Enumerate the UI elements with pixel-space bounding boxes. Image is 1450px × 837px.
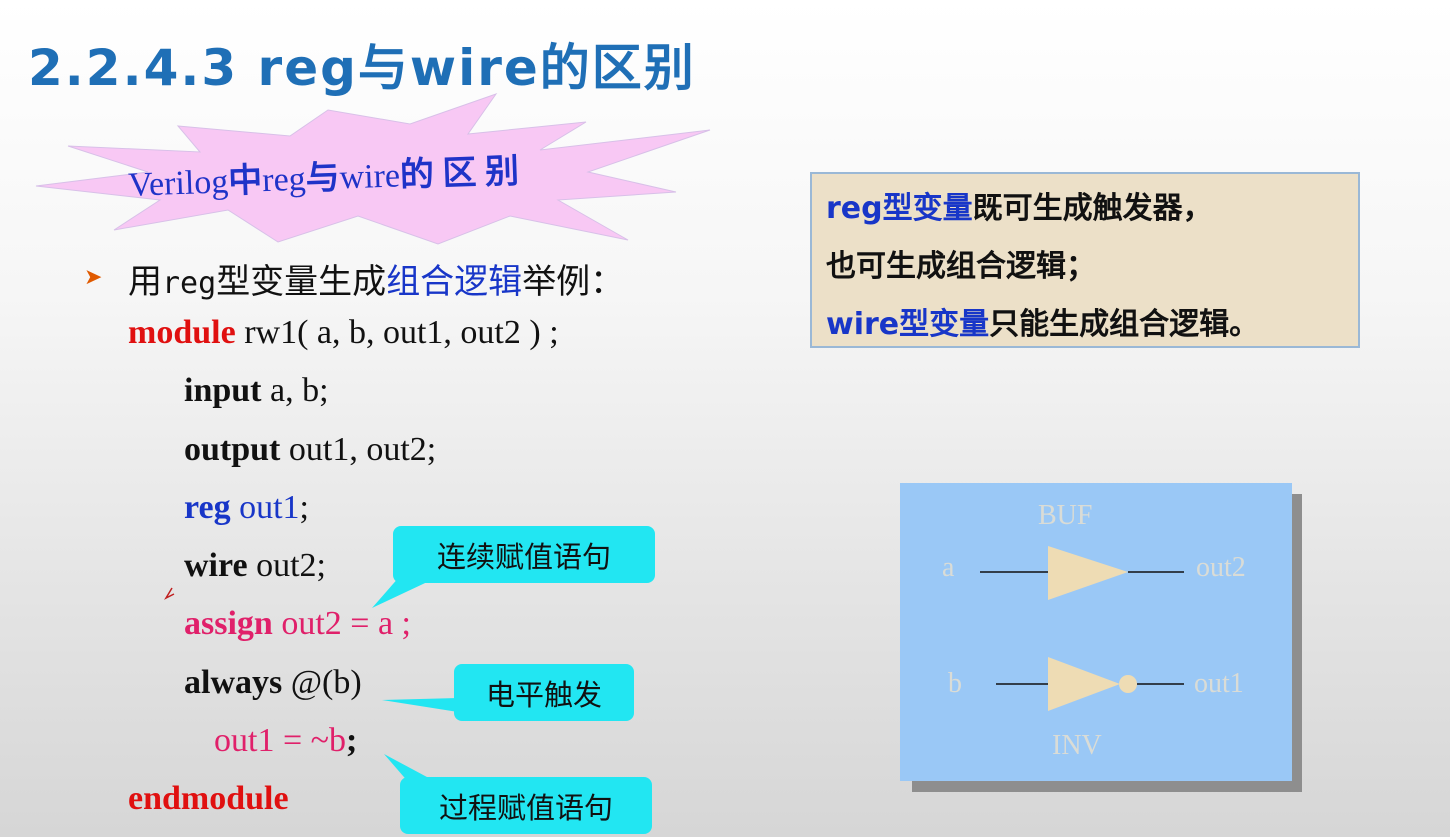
note-line3-rest: 只能生成组合逻辑。 — [989, 307, 1260, 342]
example-heading: 用reg型变量生成组合逻辑举例： — [128, 254, 624, 303]
circuit-panel — [900, 483, 1292, 781]
note-wire-highlight: wire型变量 — [826, 307, 990, 342]
code-input-rest: a, b; — [261, 372, 329, 409]
kw-output: output — [184, 431, 281, 468]
burst-wire: wire — [338, 157, 401, 197]
heading-reg: reg — [162, 266, 217, 301]
burst-latin: Verilog — [127, 163, 229, 204]
note-line-3: wire型变量只能生成组合逻辑。 — [826, 302, 1358, 360]
label-out1: out1 — [1194, 668, 1244, 699]
code-line-endmodule: endmodule — [128, 780, 289, 818]
kw-module: module — [128, 314, 236, 351]
callout-procedural-assign: 过程赋值语句 — [400, 777, 652, 834]
burst-reg: reg — [261, 160, 307, 200]
code-line-out1: out1 = ~b; — [214, 722, 357, 760]
code-reg-semi: ; — [299, 489, 309, 526]
code-line-reg: reg out1; — [184, 489, 309, 527]
burst-cn1: 中 — [227, 162, 263, 201]
label-out2: out2 — [1196, 552, 1246, 583]
callout-continuous-assign: 连续赋值语句 — [393, 526, 655, 583]
code-assign-rest: out2 = a ; — [272, 605, 411, 642]
code-reg-rest: out1 — [230, 489, 300, 526]
heading-part2: 型变量生成 — [216, 262, 387, 302]
heading-part1: 用 — [128, 262, 162, 302]
inv-bubble-icon — [1119, 675, 1137, 693]
summary-note: reg型变量既可生成触发器， 也可生成组合逻辑； wire型变量只能生成组合逻辑… — [810, 172, 1360, 348]
label-a: a — [942, 552, 955, 583]
code-output-rest: out1, out2; — [280, 431, 437, 468]
code-out1-text: out1 = ~b — [214, 722, 347, 759]
heading-highlight: 组合逻辑 — [386, 262, 523, 302]
kw-endmodule: endmodule — [128, 780, 289, 817]
code-out1-semi: ; — [346, 722, 358, 759]
code-line-always: always @(b) — [184, 664, 362, 702]
slide-title: 2.2.4.3 reg与wire的区别 — [28, 39, 696, 97]
heading-part3: 举例： — [522, 262, 625, 302]
label-buf: BUF — [1038, 500, 1093, 531]
code-line-wire: wire out2; — [184, 547, 326, 585]
code-wire-rest: out2; — [247, 547, 326, 584]
burst-cn3: 的 区 别 — [399, 153, 520, 195]
code-line-output: output out1, out2; — [184, 431, 436, 469]
kw-wire: wire — [184, 547, 248, 584]
callout-level-trigger: 电平触发 — [454, 664, 634, 721]
note-reg-highlight: reg型变量 — [826, 191, 973, 226]
buf-gate-icon — [1048, 546, 1128, 600]
kw-input: input — [184, 372, 262, 409]
kw-always: always — [184, 664, 283, 701]
code-line-input: input a, b; — [184, 372, 329, 410]
note-line-1: reg型变量既可生成触发器， — [826, 186, 1358, 244]
label-b: b — [948, 668, 962, 699]
note-line-2: 也可生成组合逻辑； — [826, 249, 1096, 284]
burst-cn2: 与 — [305, 159, 341, 198]
note-line1-rest: 既可生成触发器， — [972, 191, 1213, 226]
kw-assign: assign — [184, 605, 273, 642]
inv-gate-icon — [1048, 657, 1120, 711]
kw-reg: reg — [184, 489, 231, 526]
code-module-rest: rw1( a, b, out1, out2 ) ; — [235, 314, 559, 351]
code-always-rest: @(b) — [282, 664, 362, 701]
code-line-module: module rw1( a, b, out1, out2 ) ; — [128, 314, 559, 352]
bullet-arrow-icon: ➤ — [84, 264, 103, 289]
starburst-shape — [35, 93, 711, 245]
label-inv: INV — [1052, 730, 1102, 761]
code-line-assign: assign out2 = a ; — [184, 605, 411, 643]
circuit-diagram — [980, 546, 1184, 711]
